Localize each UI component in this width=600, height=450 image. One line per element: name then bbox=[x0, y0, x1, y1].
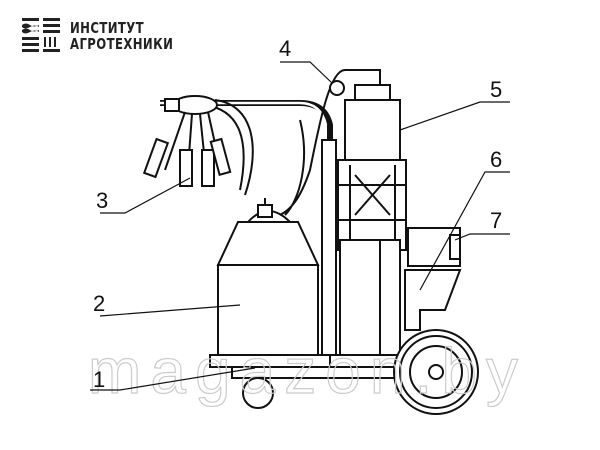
vacuum-gauge bbox=[329, 80, 345, 96]
platform bbox=[209, 354, 331, 368]
pump-frame bbox=[337, 159, 407, 251]
column bbox=[321, 139, 337, 356]
logo-mark-icon bbox=[22, 18, 60, 52]
callout-3: 3 bbox=[96, 188, 108, 213]
vacuum-pump bbox=[344, 84, 401, 161]
callout-4: 4 bbox=[279, 36, 291, 61]
brand-logo: ИНСТИТУТ АГРОТЕХНИКИ bbox=[22, 18, 202, 54]
large-wheel bbox=[393, 329, 479, 415]
motor-bracket bbox=[404, 269, 462, 331]
watermark: magazon.by bbox=[88, 335, 518, 407]
callout-7: 7 bbox=[490, 208, 502, 233]
small-wheel bbox=[242, 377, 274, 409]
milking-claw bbox=[142, 95, 232, 187]
hose bbox=[204, 69, 381, 216]
callout-2: 2 bbox=[93, 291, 105, 316]
callout-1: 1 bbox=[93, 367, 105, 392]
callout-5: 5 bbox=[490, 77, 502, 102]
logo-line-1: ИНСТИТУТ bbox=[70, 19, 145, 37]
milk-can bbox=[216, 198, 320, 356]
callout-6: 6 bbox=[490, 147, 502, 172]
cabinet bbox=[339, 239, 401, 356]
callout-lines bbox=[90, 61, 510, 391]
logo-line-2: АГРОТЕХНИКИ bbox=[70, 35, 174, 53]
